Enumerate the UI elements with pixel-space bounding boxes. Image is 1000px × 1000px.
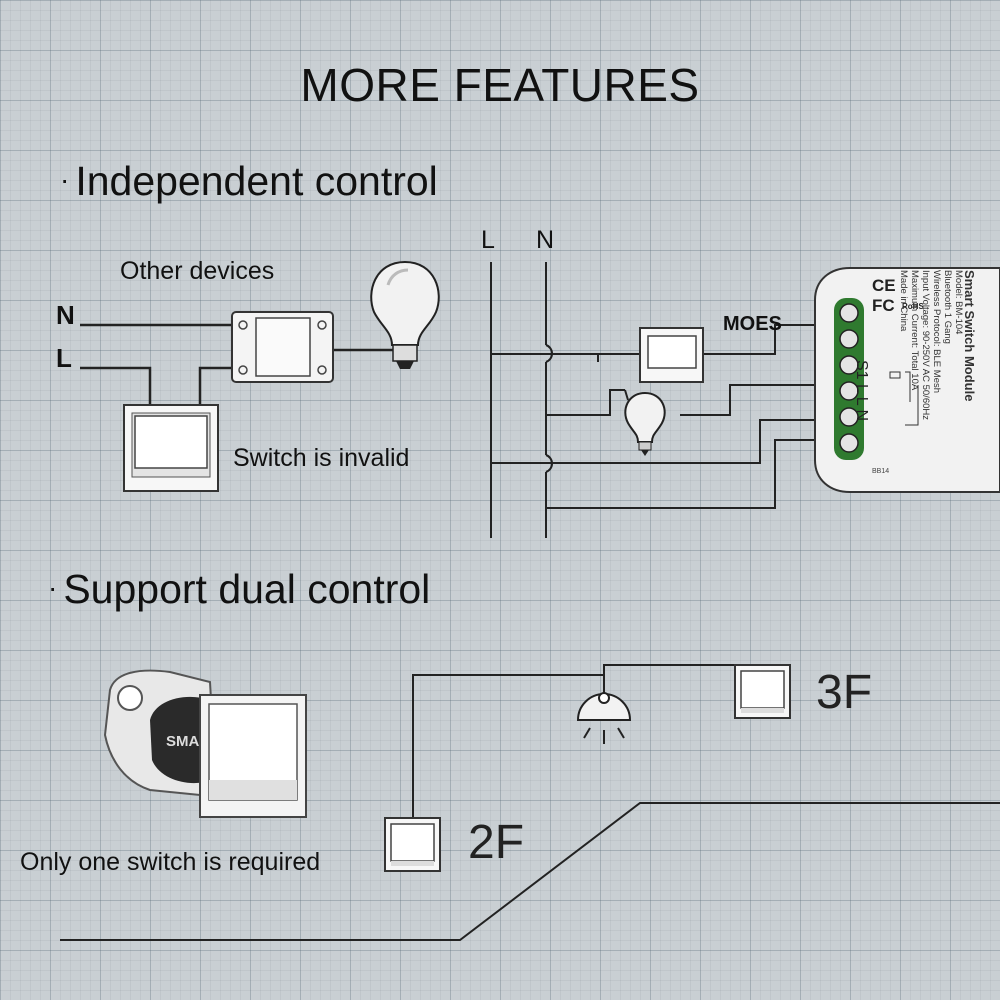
live-wire-label: L — [56, 343, 72, 373]
page-title: MORE FEATURES — [300, 59, 700, 111]
smart-module-icon — [814, 267, 1000, 493]
switch-2f-icon — [384, 817, 441, 872]
moes-switch-icon — [639, 327, 704, 383]
module-protocol: Wireless Protocol: BLE Mesh — [931, 270, 942, 394]
module-code: BB14 — [872, 468, 890, 475]
cert-ce-mark: CE — [872, 276, 896, 295]
module-label-text: Smart Switch Module Model: BM-104 Blueto… — [875, 270, 977, 480]
light-bulb-icon — [370, 260, 440, 369]
small-bulb-icon — [624, 389, 666, 456]
bus-wiring — [490, 262, 860, 538]
switch-invalid-label: Switch is invalid — [233, 444, 410, 472]
other-devices-wiring — [80, 323, 393, 405]
dual-control-heading: Support dual control — [48, 566, 430, 613]
floor-2f-label: 2F — [468, 816, 525, 869]
independent-control-heading: Independent control — [60, 158, 437, 205]
module-name: Smart Switch Module — [962, 270, 977, 402]
brand-label: MOES — [723, 313, 782, 335]
bus-live-label: L — [481, 226, 495, 254]
neutral-wire-label: N — [56, 300, 75, 330]
switch-3f-icon — [734, 664, 791, 719]
only-one-switch-label: Only one switch is required — [20, 848, 321, 876]
module-current: Maximum Current: Total 10A — [909, 270, 920, 391]
floor-3f-label: 3F — [816, 666, 873, 719]
relay-box-icon — [231, 311, 334, 383]
module-brand-text: SMA — [166, 733, 200, 750]
bus-neutral-label: N — [536, 226, 555, 254]
ceiling-lamp-icon — [576, 692, 632, 744]
module-with-switch-icon — [103, 669, 307, 818]
module-origin: Made in China — [898, 270, 909, 332]
cert-fc-mark: FC — [872, 296, 895, 315]
module-input: Input Voltage: 90-250V AC 50/60Hz — [920, 270, 931, 420]
wall-switch-icon — [123, 404, 219, 492]
module-gang: Bluetooth 1 Gang — [942, 270, 953, 344]
other-devices-label: Other devices — [120, 257, 275, 285]
terminal-labels: S1 L L N — [853, 360, 870, 422]
cert-rohs-mark: RoHS — [902, 302, 924, 311]
